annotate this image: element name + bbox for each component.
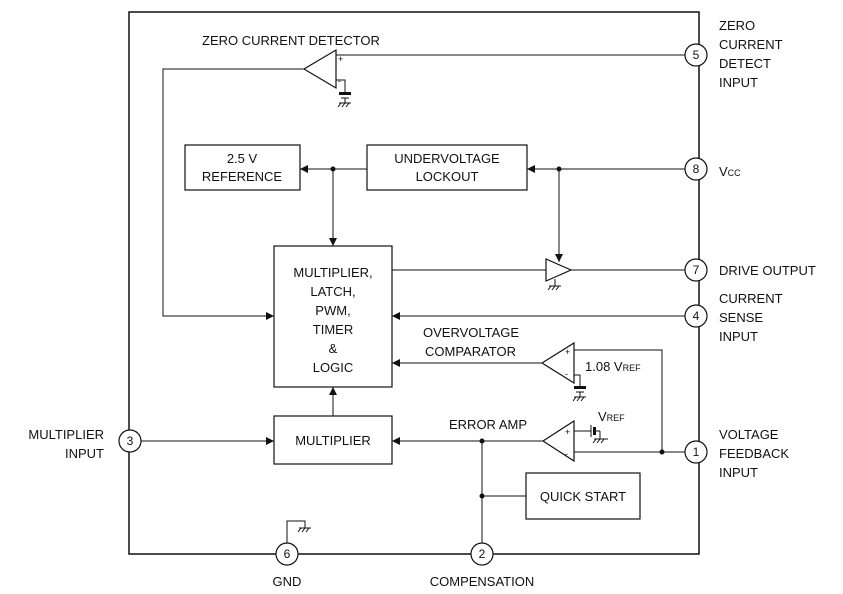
arrow-ov-logic bbox=[392, 359, 400, 367]
wire-zcd-output bbox=[162, 68, 304, 317]
logic-label-line5: & bbox=[329, 341, 338, 356]
vref-label: VREF bbox=[598, 409, 625, 424]
arrow-vcc-driver bbox=[555, 254, 563, 262]
quick-start-block bbox=[525, 472, 641, 520]
gnd-ground-icon bbox=[297, 527, 311, 533]
ea-plus-sign: + bbox=[565, 427, 570, 437]
svg-text:8: 8 bbox=[693, 162, 700, 176]
zcd-input-label-line1: ZERO bbox=[719, 18, 755, 33]
svg-text:6: 6 bbox=[284, 547, 291, 561]
svg-text:3: 3 bbox=[127, 434, 134, 448]
overvoltage-comparator bbox=[540, 341, 575, 385]
pin-5: 5 bbox=[684, 43, 708, 67]
voltage-feedback-label-line1: VOLTAGE bbox=[719, 427, 779, 442]
pin-6: 6 bbox=[275, 542, 299, 566]
pin-7: 7 bbox=[684, 258, 708, 282]
multiplier-input-label-line1: MULTIPLIER bbox=[28, 427, 104, 442]
multiplier-input-label-line2: INPUT bbox=[65, 446, 104, 461]
zcd-plus-sign: + bbox=[338, 54, 343, 64]
logic-label-line2: LATCH, bbox=[310, 284, 355, 299]
error-amp-label: ERROR AMP bbox=[449, 417, 527, 432]
arrow-input-multiplier bbox=[266, 437, 274, 445]
svg-text:2: 2 bbox=[479, 547, 486, 561]
logic-block bbox=[273, 245, 393, 388]
gnd-label: GND bbox=[273, 574, 302, 589]
junction-dot bbox=[479, 438, 485, 444]
ea-minus-sign: - bbox=[565, 449, 568, 459]
ovp-reference-label: 1.08 VREF bbox=[585, 359, 641, 374]
junction-dot bbox=[556, 166, 562, 172]
pin-8: 8 bbox=[684, 157, 708, 181]
reference-block-label-line2: REFERENCE bbox=[202, 169, 283, 184]
reference-block-label-line1: 2.5 V bbox=[227, 151, 258, 166]
logic-label-line3: PWM, bbox=[315, 303, 350, 318]
voltage-feedback-label-line2: FEEDBACK bbox=[719, 446, 789, 461]
ov-plus-sign: + bbox=[565, 347, 570, 357]
ov-minus-sign: - bbox=[565, 369, 568, 379]
zero-current-comparator bbox=[302, 48, 337, 90]
arrow-to-uvlo bbox=[527, 165, 535, 173]
multiplier-label: MULTIPLIER bbox=[295, 433, 371, 448]
junction-dot bbox=[659, 449, 665, 455]
driver-ground-icon bbox=[547, 285, 561, 291]
pin-1: 1 bbox=[684, 440, 708, 464]
pin-2: 2 bbox=[470, 542, 494, 566]
pin-3: 3 bbox=[118, 429, 142, 453]
uvlo-label-line1: UNDERVOLTAGE bbox=[394, 151, 500, 166]
ea-vref-battery-icon bbox=[590, 425, 608, 444]
junction-dot bbox=[479, 493, 485, 499]
svg-text:4: 4 bbox=[693, 309, 700, 323]
compensation-label: COMPENSATION bbox=[430, 574, 535, 589]
zero-current-detector-label: ZERO CURRENT DETECTOR bbox=[202, 33, 380, 48]
overvoltage-label-line2: COMPARATOR bbox=[425, 344, 516, 359]
logic-label-line4: TIMER bbox=[313, 322, 353, 337]
drive-output-label: DRIVE OUTPUT bbox=[719, 263, 816, 278]
zcd-input-label-line2: CURRENT bbox=[719, 37, 783, 52]
overvoltage-label-line1: OVERVOLTAGE bbox=[423, 325, 519, 340]
undervoltage-lockout-block bbox=[366, 144, 528, 191]
wire-ov-plus bbox=[574, 349, 663, 452]
zcd-input-label-line3: DETECT bbox=[719, 56, 771, 71]
junction-dot bbox=[330, 166, 336, 172]
arrow-ea-multiplier bbox=[392, 437, 400, 445]
zcd-input-label-line4: INPUT bbox=[719, 75, 758, 90]
arrow-multiplier-logic bbox=[329, 387, 337, 395]
multiplier-block bbox=[273, 415, 393, 465]
logic-label-line6: LOGIC bbox=[313, 360, 353, 375]
ic-package-outline bbox=[128, 11, 700, 555]
arrow-zcd-logic bbox=[266, 312, 274, 320]
vcc-label: VCC bbox=[719, 164, 741, 179]
current-sense-label-line1: CURRENT bbox=[719, 291, 783, 306]
current-sense-label-line2: SENSE bbox=[719, 310, 763, 325]
wire-zcd-ref bbox=[334, 79, 346, 92]
driver-buffer bbox=[545, 258, 573, 282]
reference-block bbox=[184, 144, 301, 191]
error-amplifier bbox=[541, 419, 575, 463]
svg-text:1: 1 bbox=[693, 445, 700, 459]
zcd-minus-sign: - bbox=[338, 76, 341, 86]
arrow-to-logic-top bbox=[329, 238, 337, 246]
svg-text:5: 5 bbox=[693, 48, 700, 62]
quick-start-label: QUICK START bbox=[540, 489, 626, 504]
current-sense-label-line3: INPUT bbox=[719, 329, 758, 344]
wire-ov-ref bbox=[574, 374, 581, 386]
pin-4: 4 bbox=[684, 304, 708, 328]
logic-label-line1: MULTIPLIER, bbox=[293, 265, 372, 280]
uvlo-label-line2: LOCKOUT bbox=[416, 169, 479, 184]
wire-gnd bbox=[286, 520, 306, 543]
voltage-feedback-label-line3: INPUT bbox=[719, 465, 758, 480]
zcd-ref-battery-icon bbox=[337, 92, 351, 108]
arrow-current-sense bbox=[392, 312, 400, 320]
svg-text:7: 7 bbox=[693, 263, 700, 277]
ov-ref-battery-icon bbox=[572, 386, 586, 402]
arrow-to-reference bbox=[300, 165, 308, 173]
